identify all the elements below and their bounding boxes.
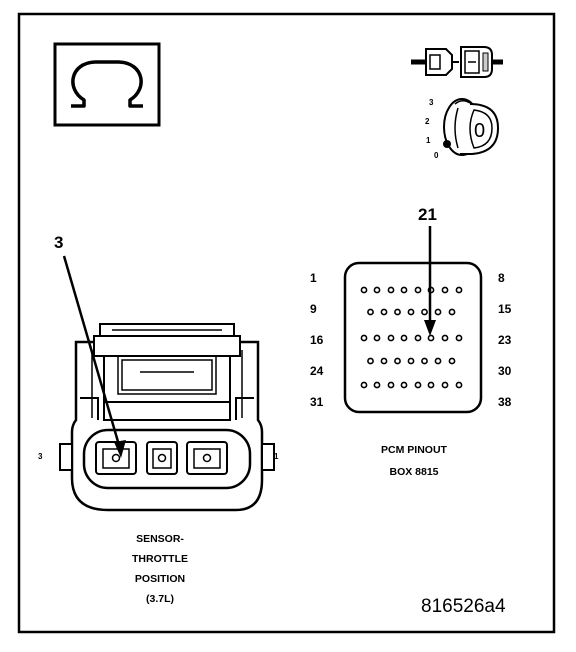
pcm-pin-10	[380, 308, 388, 316]
pcm-row-2-right-label: 15	[498, 302, 512, 316]
tps-caption-line-3: POSITION	[135, 573, 185, 585]
pcm-pin-21	[427, 334, 435, 342]
tps-callout-arrowhead	[114, 440, 126, 458]
ignition-position-0: 0	[434, 151, 439, 160]
pcm-pin-3	[387, 286, 395, 294]
pcm-pin-22	[441, 334, 449, 342]
pcm-pin-8	[455, 286, 463, 294]
pcm-pin-29	[434, 357, 442, 365]
tps-caption-line-2: THROTTLE	[132, 553, 188, 565]
pcm-pin-15	[448, 308, 456, 316]
pcm-callout-label: 21	[418, 205, 437, 224]
pcm-row-4-right-label: 30	[498, 364, 512, 378]
pcm-pin-9	[367, 308, 374, 316]
tps-callout-leader	[62, 255, 123, 453]
pcm-pin-5	[414, 286, 422, 294]
ignition-key-icon: 3 2 1 0 0	[425, 98, 500, 160]
pcm-pin-26	[394, 357, 401, 365]
ohm-icon	[53, 42, 161, 127]
pcm-pin-4	[400, 286, 408, 294]
pcm-row-4-left-label: 24	[310, 364, 324, 378]
tps-callout-label: 3	[54, 233, 63, 252]
ignition-position-1: 1	[426, 136, 431, 145]
pcm-row-2-left-label: 9	[310, 302, 317, 316]
ignition-position-3: 3	[429, 98, 434, 107]
pcm-row-3-right-label: 23	[498, 333, 512, 347]
tps-connector	[59, 323, 275, 512]
pcm-pin-35	[414, 381, 422, 389]
tps-cavity-2	[146, 441, 178, 475]
pcm-row-5-left-label: 31	[310, 395, 324, 409]
pcm-pin-36	[427, 381, 435, 389]
pcm-pin-31	[360, 381, 368, 389]
pcm-pin-37	[441, 381, 449, 389]
pcm-pin-14	[434, 308, 442, 316]
pcm-pin-27	[407, 357, 415, 365]
pcm-pin-28	[421, 357, 428, 365]
pcm-pin-34	[400, 381, 408, 389]
pcm-pin-19	[400, 334, 408, 342]
tps-end-label-left: 3	[38, 452, 43, 461]
pcm-pin-16	[360, 334, 368, 342]
pcm-caption-line-2: BOX 8815	[389, 466, 438, 478]
pcm-callout-arrowhead	[424, 320, 436, 336]
pcm-pin-12	[407, 308, 415, 316]
pcm-pin-25	[380, 357, 388, 365]
pcm-pin-33	[387, 381, 395, 389]
pcm-pin-23	[455, 334, 463, 342]
ignition-key-label: 0	[474, 120, 485, 142]
pcm-pin-2	[373, 286, 381, 294]
tps-caption-line-1: SENSOR-	[136, 533, 184, 545]
pcm-row-1-right-label: 8	[498, 271, 505, 285]
pcm-pin-38	[455, 381, 463, 389]
pcm-pin-24	[367, 357, 374, 365]
pcm-pin-30	[448, 357, 456, 365]
pcm-pin-32	[373, 381, 381, 389]
pcm-pinout-box	[343, 261, 483, 414]
pcm-caption-line-1: PCM PINOUT	[381, 444, 448, 456]
diagram-frame	[17, 12, 556, 634]
pcm-pin-17	[373, 334, 381, 342]
ignition-position-2: 2	[425, 117, 430, 126]
pcm-row-3-left-label: 16	[310, 333, 324, 347]
tps-end-label-right: 1	[274, 452, 279, 461]
pcm-row-1-left-label: 1	[310, 271, 317, 285]
pcm-pin-20	[414, 334, 422, 342]
pcm-pin-1	[360, 286, 368, 294]
pcm-row-5-right-label: 38	[498, 395, 512, 409]
tps-caption-line-4: (3.7L)	[146, 593, 174, 605]
pcm-pin-7	[441, 286, 449, 294]
figure-id: 816526a4	[421, 596, 506, 617]
tps-cavity-3	[95, 441, 137, 475]
pcm-pin-18	[387, 334, 395, 342]
disconnect-connector-icon	[411, 46, 503, 78]
pcm-pin-grid	[360, 286, 463, 389]
tps-cavity-1	[186, 441, 228, 475]
pcm-pin-13	[421, 308, 428, 316]
pcm-pin-11	[394, 308, 401, 316]
